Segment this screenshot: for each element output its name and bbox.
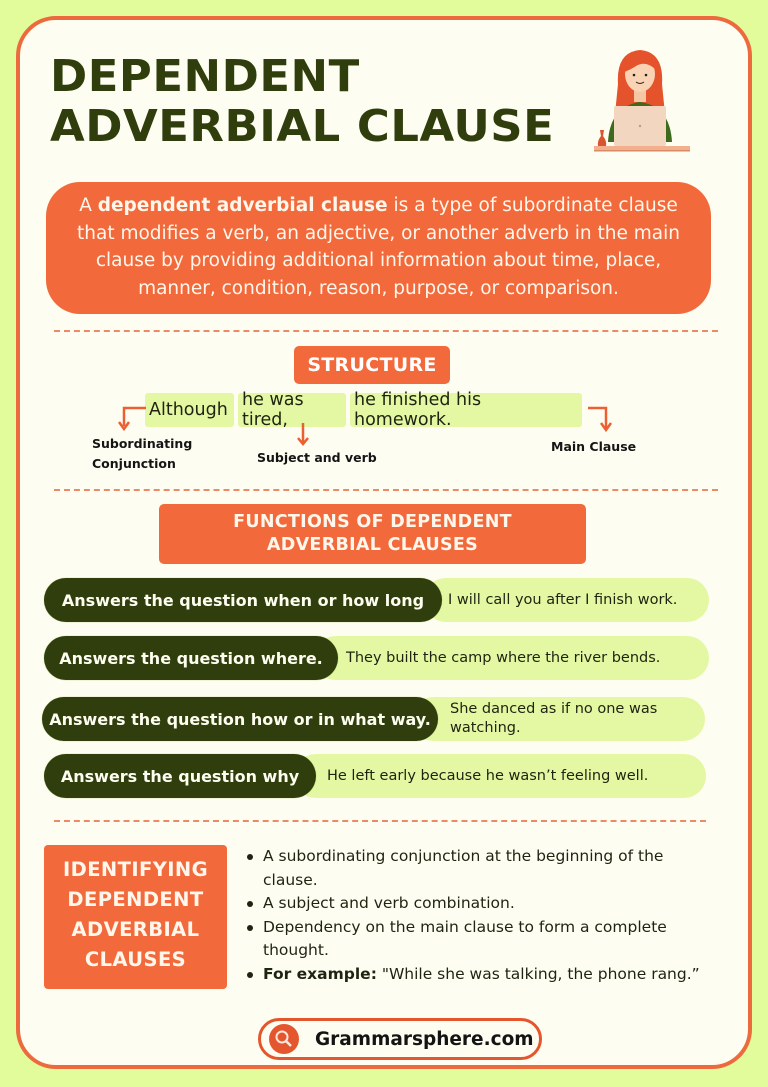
search-icon — [269, 1024, 299, 1054]
title-line-1: DEPENDENT — [50, 51, 360, 102]
definition-prefix: A — [79, 195, 98, 216]
structure-heading: STRUCTURE — [294, 346, 450, 384]
website-text: Grammarsphere.com — [315, 1028, 534, 1050]
identifying-heading: IDENTIFYING DEPENDENT ADVERBIAL CLAUSES — [44, 845, 227, 989]
highlight-conjunction: Although — [145, 393, 234, 427]
list-item-example: For example: "While she was talking, the… — [244, 963, 704, 987]
list-item: Dependency on the main clause to form a … — [244, 916, 704, 963]
function-example: I will call you after I finish work. — [448, 591, 678, 608]
function-row: Answers the question how or in what way.… — [42, 697, 705, 741]
function-label: Answers the question when or how long — [44, 578, 442, 622]
function-label: Answers the question where. — [44, 636, 338, 680]
arrow-down-icon — [297, 423, 309, 446]
function-row: Answers the question when or how long I … — [44, 578, 709, 622]
identifying-list: A subordinating conjunction at the begin… — [244, 845, 704, 986]
page-title: DEPENDENT ADVERBIAL CLAUSE — [50, 52, 554, 152]
function-label: Answers the question how or in what way. — [42, 697, 438, 741]
definition-box: A dependent adverbial clause is a type o… — [46, 182, 711, 314]
definition-text: is a type of subordinate clause that mod… — [77, 195, 680, 299]
function-example: He left early because he wasn’t feeling … — [327, 767, 649, 784]
label-main-clause: Main Clause — [551, 439, 637, 454]
section-divider — [54, 330, 718, 332]
label-subject-verb: Subject and verb — [257, 450, 377, 465]
function-example: She danced as if no one was watching. — [450, 701, 658, 736]
function-row: Answers the question why He left early b… — [44, 754, 706, 798]
list-item: A subordinating conjunction at the begin… — [244, 845, 704, 892]
definition-term: dependent adverbial clause — [97, 195, 388, 216]
label-subordinating-conjunction: Subordinating Conjunction — [92, 436, 193, 471]
functions-heading: FUNCTIONS OF DEPENDENT ADVERBIAL CLAUSES — [159, 504, 586, 564]
arrow-down-left-icon — [117, 406, 146, 432]
function-row: Answers the question where. They built t… — [44, 636, 709, 680]
example-text: "While she was talking, the phone rang.” — [376, 964, 700, 983]
function-label: Answers the question why — [44, 754, 316, 798]
highlight-main-clause: he finished his homework. — [350, 390, 582, 430]
section-divider — [54, 489, 718, 491]
function-example: They built the camp where the river bend… — [346, 649, 661, 666]
list-item: A subject and verb combination. — [244, 892, 704, 916]
title-line-2: ADVERBIAL CLAUSE — [50, 101, 555, 152]
highlight-subject-verb: he was tired, — [238, 390, 346, 430]
section-divider — [54, 820, 706, 822]
woman-at-laptop-illustration — [594, 50, 690, 152]
website-link[interactable]: Grammarsphere.com — [258, 1018, 542, 1060]
example-label: For example: — [263, 964, 377, 983]
arrow-down-right-icon — [588, 406, 613, 433]
